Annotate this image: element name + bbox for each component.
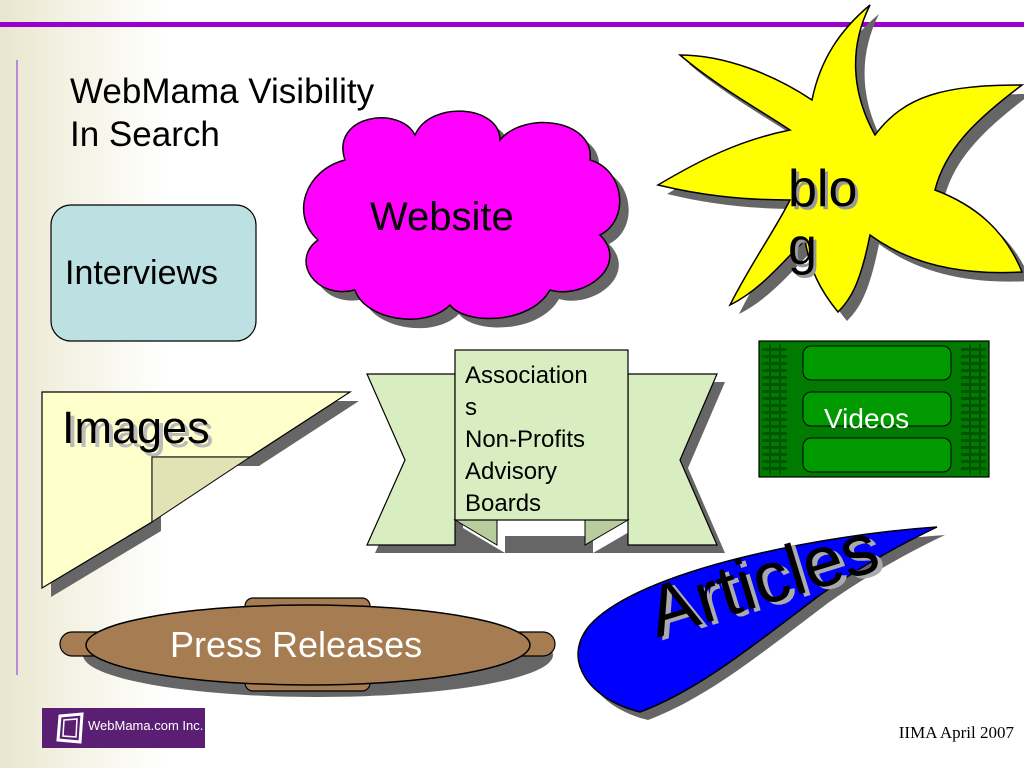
webmama-logo: WebMama.com Inc.	[42, 708, 205, 748]
title-line-2: In Search	[70, 115, 220, 154]
footer-date: IIMA April 2007	[898, 723, 1014, 742]
website-label: Website	[370, 195, 514, 239]
interviews-box	[50, 204, 257, 342]
blog-star	[656, 4, 1024, 321]
associations-line-1: Association	[465, 362, 588, 389]
logo-frame-icon	[56, 712, 84, 744]
interviews-label: Interviews	[65, 254, 219, 292]
associations-ribbon	[366, 349, 725, 553]
blog-label-line-2: g	[788, 218, 817, 276]
website-cloud	[302, 110, 629, 329]
blog-label: blo g	[788, 160, 857, 276]
top-accent-line	[0, 22, 1024, 27]
title-line-1: WebMama Visibility	[70, 72, 375, 111]
blog-label-line-1: blo	[788, 160, 858, 218]
articles-blade	[577, 526, 945, 720]
images-label: Images	[62, 402, 210, 453]
press-releases-scroll	[59, 597, 556, 697]
videos-film	[758, 340, 990, 478]
press-releases-label: Press Releases	[170, 624, 423, 665]
associations-line-3: Non-Profits	[465, 426, 586, 453]
videos-label: Videos	[824, 403, 910, 434]
slide-title: WebMama Visibility In Search	[70, 70, 374, 156]
associations-line-2: s	[465, 394, 477, 421]
logo-text: WebMama.com Inc.	[88, 718, 204, 733]
associations-line-4: Advisory	[465, 458, 558, 485]
associations-line-5: Boards	[465, 490, 542, 517]
associations-label: Association s Non-Profits Advisory Board…	[465, 360, 588, 520]
side-accent-line	[16, 60, 18, 675]
images-shape	[41, 391, 359, 597]
